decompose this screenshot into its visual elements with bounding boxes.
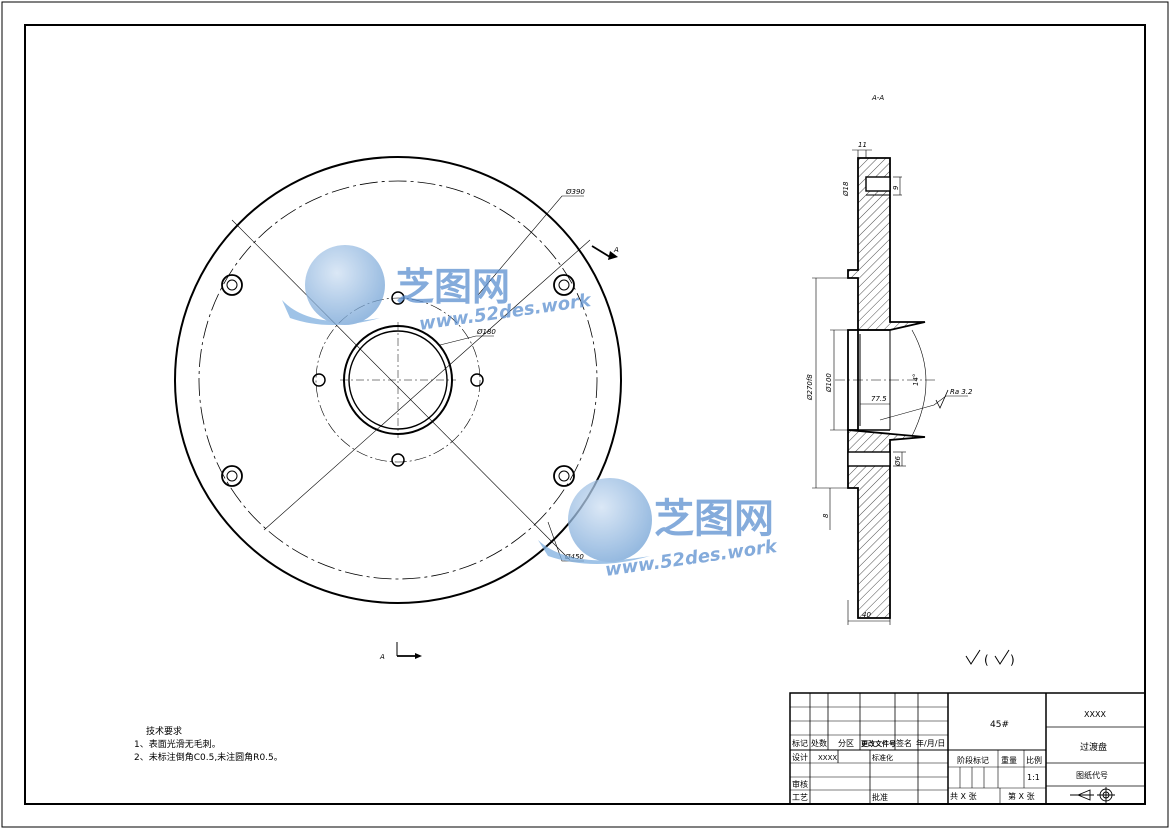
- outer-rim: [174, 156, 622, 604]
- front-view: Ø390 Ø180 Ø450 A: [174, 156, 622, 604]
- small-hole: [470, 373, 484, 387]
- title-block-text: 标记 处数 分区 更改文件号 签名 年/月/日 设计 XXXX 标准化 审核 工…: [792, 710, 1108, 802]
- label-review: 审核: [792, 779, 808, 789]
- dim-bore-diameter: Ø100: [825, 373, 833, 393]
- roughness-symbol: ( ): [965, 649, 1015, 667]
- label-approve: 批准: [872, 792, 888, 802]
- svg-text:): ): [1010, 653, 1015, 667]
- value-scale: 1:1: [1027, 773, 1040, 782]
- small-hole: [312, 373, 326, 387]
- title-block: [789, 692, 1146, 805]
- material: 45#: [990, 720, 1009, 730]
- label-process: 工艺: [792, 793, 808, 802]
- hdr-sign: 签名: [896, 738, 912, 748]
- dim-step-low: 8: [822, 513, 830, 518]
- label-scale: 比例: [1026, 755, 1042, 765]
- company: XXXX: [1084, 710, 1106, 719]
- globe-logo-icon: [568, 478, 652, 562]
- watermark-lower: 芝图网 www.52des.work: [538, 478, 779, 581]
- section-marker-bottom: A: [379, 642, 422, 661]
- label-design: 设计: [792, 752, 808, 762]
- dim-small-hole: Ø6: [894, 455, 902, 467]
- hdr-zone: 分区: [838, 739, 854, 748]
- tech-requirement-item: 1、表面光滑无毛刺。: [134, 740, 221, 750]
- inner-pcd: [315, 297, 481, 463]
- section-marker-label: A: [379, 653, 385, 661]
- hdr-mark: 标记: [792, 738, 808, 748]
- dim-outer-diameter: Ø450: [564, 553, 584, 561]
- value-design: XXXX: [818, 754, 837, 762]
- watermark-upper: 芝图网 www.52des.work: [282, 245, 593, 335]
- sheet-number: 第 X 张: [1008, 791, 1035, 801]
- section-title: A-A: [871, 94, 884, 102]
- dim-recess: 77.5: [871, 395, 887, 403]
- tech-requirements: 技术要求 1、表面光滑无毛刺。 2、未标注倒角C0.5,未注圆角R0.5。: [134, 726, 283, 765]
- section-hatch-lower: [847, 429, 926, 619]
- dim-thickness: 40: [862, 611, 871, 619]
- globe-logo-icon: [305, 245, 385, 325]
- tech-requirements-title: 技术要求: [146, 727, 183, 737]
- dim-small-circle: Ø180: [476, 328, 496, 336]
- bolt-circle: [198, 180, 598, 580]
- dim-counterbore: Ø18: [842, 181, 850, 197]
- bolt-hole: [221, 465, 243, 487]
- part-name: 过渡盘: [1080, 741, 1107, 753]
- dim-bolt-circle: Ø390: [565, 188, 585, 196]
- tech-requirement-item: 2、未标注倒角C0.5,未注圆角R0.5。: [134, 753, 283, 763]
- section-view: A-A 11 Ø18 9 Ø270f8: [806, 94, 973, 625]
- bolt-hole: [553, 465, 575, 487]
- dim-top-step: 11: [858, 141, 867, 149]
- sheets-total: 共 X 张: [950, 792, 977, 801]
- projection-symbol-icon: [1070, 787, 1115, 803]
- hdr-change: 更改文件号: [861, 739, 896, 748]
- dim-counterbore-depth: 9: [892, 185, 900, 190]
- label-standardize: 标准化: [872, 753, 893, 762]
- watermark-brand: 芝图网: [654, 496, 774, 542]
- dim-angle: 14°: [912, 374, 920, 386]
- small-hole: [391, 291, 405, 305]
- small-hole: [391, 453, 405, 467]
- bolt-hole: [553, 274, 575, 296]
- section-marker-top: A: [613, 246, 619, 254]
- dim-roughness: Ra 3.2: [950, 388, 973, 396]
- hdr-count: 处数: [811, 738, 827, 748]
- label-weight: 重量: [1001, 755, 1017, 765]
- label-stage: 阶段标记: [957, 755, 989, 765]
- bolt-hole: [221, 274, 243, 296]
- drawing-no-label: 图纸代号: [1076, 770, 1108, 780]
- inner-frame: [24, 24, 1146, 805]
- hdr-date: 年/月/日: [916, 738, 945, 748]
- svg-text:(: (: [984, 653, 989, 667]
- watermark-brand: 芝图网: [396, 265, 510, 309]
- dim-boss-diameter: Ø270f8: [806, 374, 814, 401]
